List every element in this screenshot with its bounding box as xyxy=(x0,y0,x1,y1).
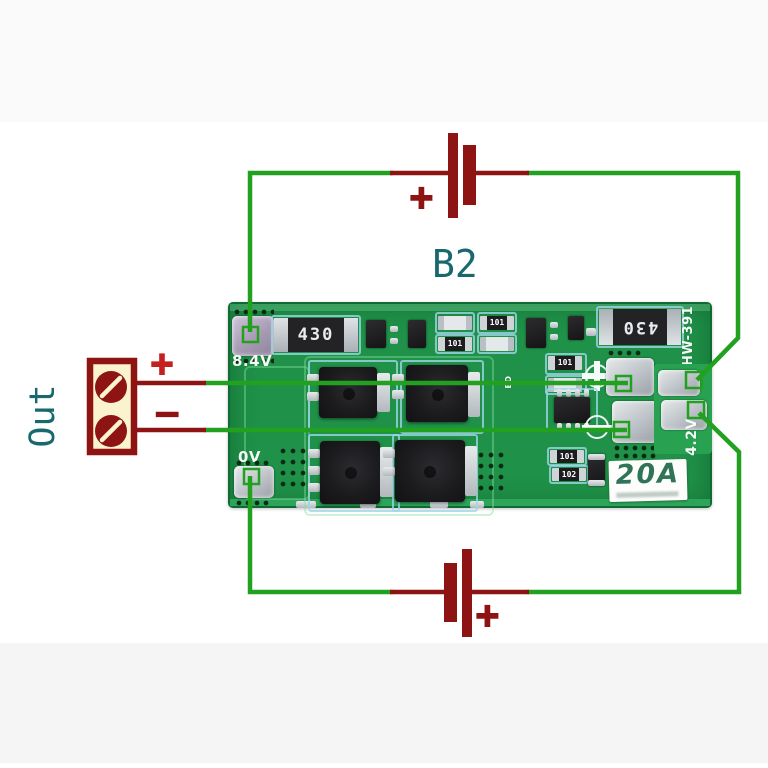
screw-slot xyxy=(99,375,123,399)
silkscreen-box xyxy=(477,312,517,334)
silkscreen-box xyxy=(435,334,475,354)
bms-board: 8.4V 430 101 101 430 HW-3 xyxy=(228,302,712,516)
b-plus-voltage-label: 8.4V xyxy=(232,352,273,370)
smd-resistor-101: 101 xyxy=(548,356,582,370)
transistor-sot23 xyxy=(408,320,426,348)
mid-cell-solder-pad xyxy=(658,370,700,396)
via-row xyxy=(234,309,274,315)
battery-top-icon xyxy=(448,133,476,218)
solder-pad xyxy=(390,338,398,344)
screw-slot xyxy=(99,419,123,443)
smd-resistor xyxy=(438,316,472,330)
mosfet xyxy=(319,367,377,418)
mosfet-pin xyxy=(383,467,395,476)
ic-pin xyxy=(566,389,571,397)
resistor-cap xyxy=(344,318,358,352)
solder-pad xyxy=(390,326,398,332)
via-grid xyxy=(280,448,310,492)
battery-bottom-plus-label: + xyxy=(473,595,502,635)
mosfet xyxy=(320,441,380,504)
b-plus-solder-pad xyxy=(232,316,274,356)
wire-red xyxy=(136,170,529,595)
smd-component xyxy=(588,454,605,486)
edge-pad xyxy=(430,501,448,508)
smd-resistor-102: 102 xyxy=(552,468,586,481)
mosfet-pin xyxy=(392,374,404,383)
edge-pad xyxy=(296,501,316,508)
board-edge-strip xyxy=(230,304,710,311)
pcb-trace xyxy=(244,366,310,500)
ic-pin xyxy=(584,389,589,397)
pcb-trace xyxy=(304,356,494,516)
via-row xyxy=(614,445,658,452)
ic-pin xyxy=(557,389,562,397)
mosfet xyxy=(406,365,468,422)
silkscreen-box xyxy=(545,353,587,375)
mosfet-pin xyxy=(383,449,395,458)
battery-pack-label: B2 xyxy=(432,242,478,286)
smd-resistor-101: 101 xyxy=(438,337,472,351)
output-plus-label: + xyxy=(148,345,176,383)
mosfet-pin xyxy=(308,466,320,475)
plus-pad-icon xyxy=(594,361,600,391)
wire-green xyxy=(204,170,742,595)
transistor-sot23 xyxy=(366,320,386,348)
silkscreen-box xyxy=(435,312,475,334)
wire-connection-point xyxy=(241,325,706,486)
background-band-top xyxy=(0,0,768,122)
ic-pin xyxy=(566,423,571,431)
b-minus-solder-pad xyxy=(234,466,274,498)
component-cap xyxy=(588,454,605,460)
resistor-value: 430 xyxy=(288,318,344,352)
mosfet-pin xyxy=(308,449,320,458)
mosfet-tab xyxy=(465,446,477,496)
edge-pad xyxy=(360,501,376,508)
battery-top-plus-label: + xyxy=(407,177,436,217)
solder-pad xyxy=(586,328,596,336)
mosfet-pin xyxy=(308,483,320,492)
smd-resistor xyxy=(480,337,514,351)
output-terminal-block xyxy=(86,357,138,456)
silkscreen-box xyxy=(271,315,361,355)
ic-pin xyxy=(575,423,580,431)
smd-resistor-101: 101 xyxy=(550,450,584,463)
via-row xyxy=(234,358,274,364)
transistor-sot23 xyxy=(526,318,546,348)
battery-bottom-icon xyxy=(444,549,472,637)
ic-pin xyxy=(557,423,562,431)
solder-pad xyxy=(550,334,558,340)
via-row xyxy=(236,460,272,466)
mosfet-pin xyxy=(307,374,319,383)
component-cap xyxy=(588,480,605,486)
resistor-cap xyxy=(274,318,288,352)
ic-pin xyxy=(575,389,580,397)
output-minus-label: − xyxy=(152,393,182,435)
via-grid xyxy=(478,452,506,494)
silkscreen-box xyxy=(596,306,684,348)
via-row xyxy=(608,350,644,357)
protection-ic xyxy=(554,397,590,423)
silkscreen-box xyxy=(477,334,517,354)
mosfet xyxy=(395,440,465,502)
transistor-sot23 xyxy=(568,316,584,340)
via-row xyxy=(236,500,272,506)
mosfet-pin xyxy=(392,390,404,399)
output-label: Out xyxy=(23,384,63,448)
solder-pad xyxy=(550,322,558,328)
smd-resistor-101: 101 xyxy=(480,316,514,330)
resistor-430-left: 430 xyxy=(274,318,358,352)
via-row xyxy=(614,453,658,460)
background-band-bottom xyxy=(0,643,768,763)
mosfet-pin xyxy=(307,392,319,401)
